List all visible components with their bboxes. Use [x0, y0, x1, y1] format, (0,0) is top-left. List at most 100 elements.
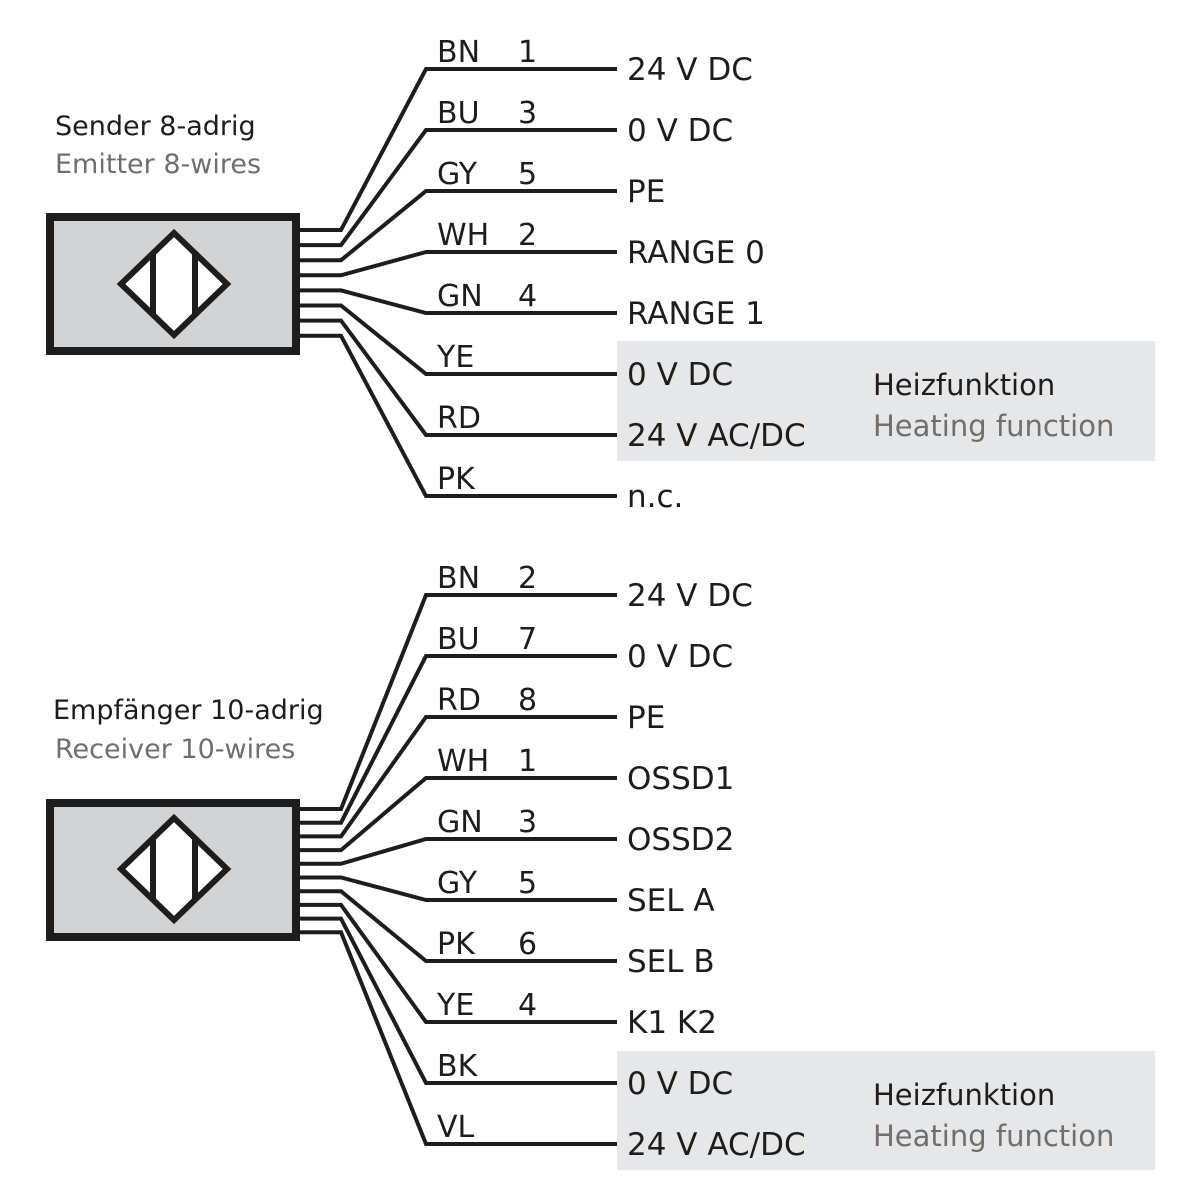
- receiver-wire-row: WH 1 OSSD1: [300, 744, 734, 853]
- wire-line: [300, 875, 617, 902]
- wire-pin-number: 1: [518, 35, 537, 70]
- wire-color-code: RD: [437, 683, 481, 718]
- receiver-title-de: Empfänger 10-adrig: [53, 695, 324, 726]
- wire-function-label: SEL B: [627, 944, 715, 980]
- receiver-wire-row: GN 3 OSSD2: [300, 805, 734, 866]
- wire-function-label: 0 V DC: [627, 639, 733, 675]
- wire-function-label: 0 V DC: [627, 1066, 733, 1102]
- wire-pin-number: 2: [518, 218, 537, 253]
- receiver-heating-box: [617, 1051, 1155, 1170]
- wire-color-code: GN: [437, 805, 483, 840]
- wire-line: [300, 288, 617, 315]
- receiver-section: Empfänger 10-adrig Receiver 10-wires BN 2…: [46, 561, 1155, 1170]
- wire-pin-number: 2: [518, 561, 537, 596]
- emitter-wire-row: GN 4 RANGE 1: [300, 279, 765, 332]
- wire-line: [300, 250, 617, 278]
- wire-line: [300, 715, 617, 839]
- wire-pin-number: 5: [518, 157, 537, 192]
- wire-function-label: n.c.: [627, 479, 683, 515]
- wire-pin-number: 1: [518, 744, 537, 779]
- wire-function-label: OSSD1: [627, 761, 734, 797]
- wire-line: [300, 303, 617, 376]
- wire-function-label: K1 K2: [627, 1005, 717, 1041]
- emitter-wires: BN 1 24 V DC BU 3 0 V DC GY 5 PE WH 2 RANGE 0 GN 4 RAN…: [300, 35, 806, 515]
- wire-color-code: GY: [437, 866, 478, 901]
- wire-line: [300, 67, 617, 232]
- wire-line: [300, 318, 617, 437]
- receiver-wire-row: GY 5 SEL A: [300, 866, 715, 919]
- wire-color-code: YE: [436, 340, 474, 375]
- wire-line: [300, 930, 617, 1146]
- light-barrier-sensor-icon: [116, 228, 232, 340]
- emitter-heating-box: [617, 341, 1155, 461]
- wire-color-code: BN: [437, 35, 480, 70]
- wire-pin-number: 3: [518, 805, 537, 840]
- wire-color-code: VL: [437, 1110, 475, 1145]
- emitter-wire-row: YE 0 V DC: [300, 303, 733, 393]
- receiver-wire-row: BU 7 0 V DC: [300, 622, 733, 825]
- wire-color-code: PK: [437, 462, 476, 497]
- receiver-wire-row: BN 2 24 V DC: [300, 561, 753, 811]
- receiver-wire-row: VL 24 V AC/DC: [300, 930, 806, 1163]
- emitter-wire-row: BN 1 24 V DC: [300, 35, 753, 232]
- wire-line: [300, 333, 617, 498]
- wire-color-code: WH: [437, 218, 489, 253]
- wire-function-label: 24 V DC: [627, 52, 753, 88]
- wire-function-label: PE: [627, 700, 665, 736]
- emitter-wire-row: RD 24 V AC/DC: [300, 318, 806, 454]
- receiver-wire-row: YE 4 K1 K2: [300, 902, 717, 1041]
- wire-color-code: PK: [437, 927, 476, 962]
- wire-line: [300, 593, 617, 811]
- receiver-wire-row: BK 0 V DC: [300, 916, 733, 1102]
- receiver-wire-row: RD 8 PE: [300, 683, 665, 839]
- wire-line: [300, 189, 617, 263]
- wire-pin-number: 6: [518, 927, 537, 962]
- wire-function-label: SEL A: [627, 883, 715, 919]
- wire-color-code: BU: [437, 622, 480, 657]
- wire-color-code: BN: [437, 561, 480, 596]
- wire-line: [300, 654, 617, 825]
- wire-color-code: BU: [437, 96, 480, 131]
- wire-pin-number: 4: [518, 279, 537, 314]
- emitter-heating-label-en: Heating function: [873, 409, 1114, 443]
- receiver-heating-label-de: Heizfunktion: [873, 1078, 1055, 1112]
- emitter-wire-row: BU 3 0 V DC: [300, 96, 733, 248]
- wire-line: [300, 889, 617, 963]
- emitter-wire-row: PK n.c.: [300, 333, 683, 515]
- wire-function-label: OSSD2: [627, 822, 734, 858]
- receiver-title-en: Receiver 10-wires: [55, 734, 295, 765]
- wire-pin-number: 7: [518, 622, 537, 657]
- emitter-title-en: Emitter 8-wires: [55, 149, 261, 180]
- wire-function-label: 24 V AC/DC: [627, 1127, 806, 1163]
- wire-function-label: 0 V DC: [627, 357, 733, 393]
- wire-color-code: YE: [436, 988, 474, 1023]
- wire-line: [300, 837, 617, 866]
- wire-color-code: GY: [437, 157, 478, 192]
- wire-pin-number: 3: [518, 96, 537, 131]
- wire-color-code: GN: [437, 279, 483, 314]
- emitter-wire-row: GY 5 PE: [300, 157, 665, 263]
- wire-function-label: RANGE 1: [627, 296, 765, 332]
- wire-line: [300, 128, 617, 248]
- receiver-wire-row: PK 6 SEL B: [300, 889, 715, 980]
- emitter-title-de: Sender 8-adrig: [55, 111, 256, 142]
- wire-function-label: RANGE 0: [627, 235, 765, 271]
- wire-pin-number: 4: [518, 988, 537, 1023]
- wire-color-code: RD: [437, 401, 481, 436]
- wire-color-code: BK: [437, 1049, 479, 1084]
- wire-pin-number: 8: [518, 683, 537, 718]
- wire-line: [300, 916, 617, 1085]
- wire-line: [300, 902, 617, 1024]
- wire-function-label: 0 V DC: [627, 113, 733, 149]
- wire-pin-number: 5: [518, 866, 537, 901]
- wire-function-label: 24 V AC/DC: [627, 418, 806, 454]
- emitter-heating-label-de: Heizfunktion: [873, 368, 1055, 402]
- wire-function-label: PE: [627, 174, 665, 210]
- light-barrier-sensor-icon: [116, 813, 232, 925]
- emitter-section: Sender 8-adrig Emitter 8-wires BN 1 24 V D…: [46, 35, 1155, 515]
- wire-function-label: 24 V DC: [627, 578, 753, 614]
- emitter-wire-row: WH 2 RANGE 0: [300, 218, 765, 278]
- wire-color-code: WH: [437, 744, 489, 779]
